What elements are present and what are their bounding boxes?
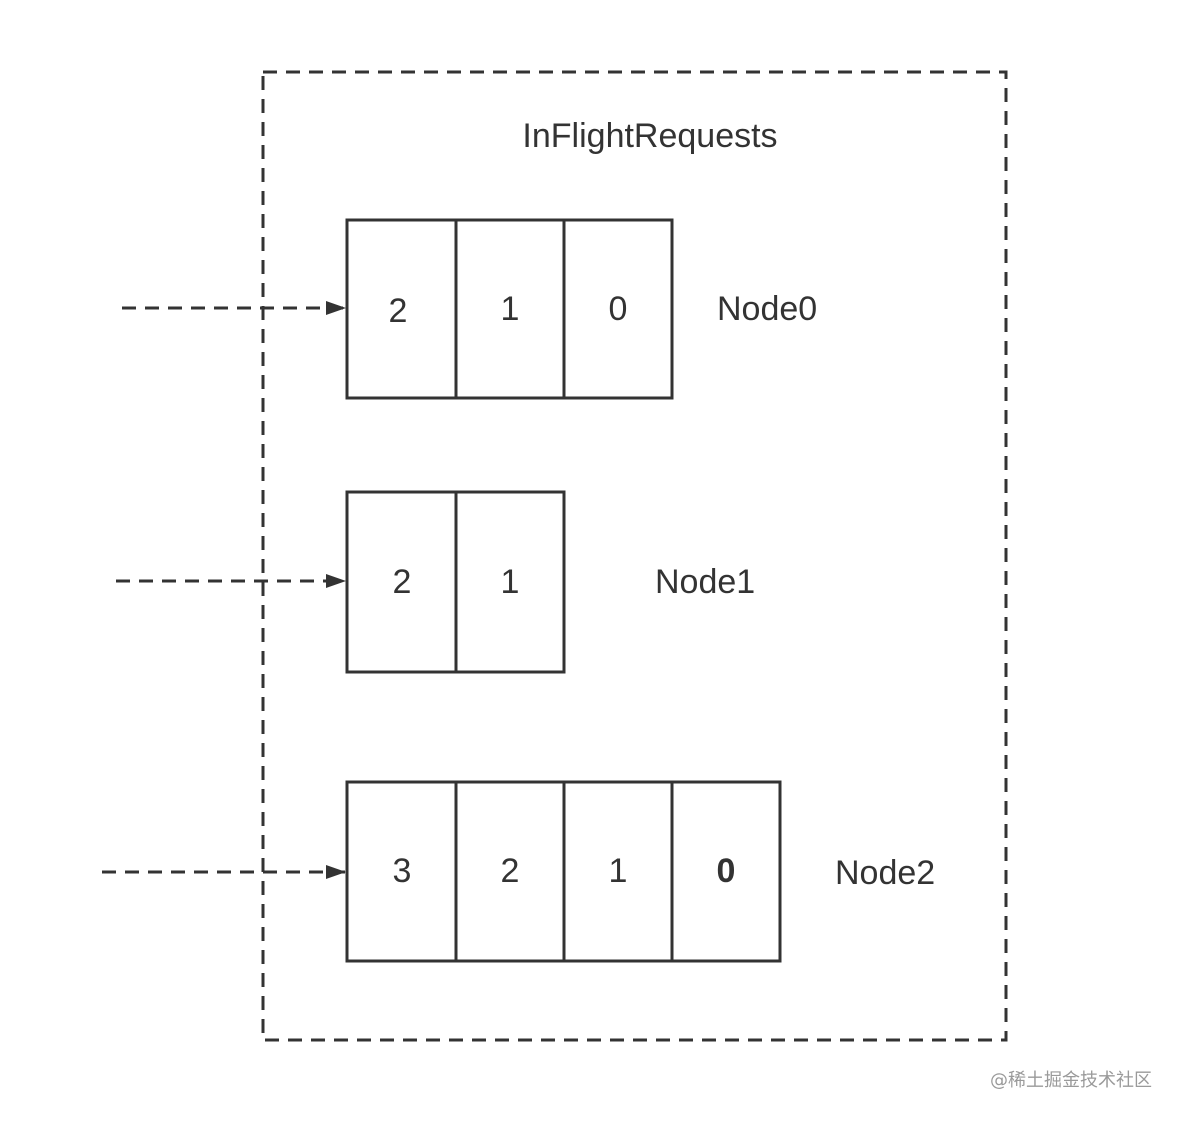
queue-node0: 2 1 0 Node0 [122,218,817,400]
request-id: 2 [393,563,412,601]
queue-node2: 3 2 1 0 Node2 [102,780,935,963]
request-id: 0 [717,852,736,890]
queue-cell [454,780,566,963]
request-id: 0 [609,290,628,328]
container-box [261,70,1008,1042]
request-id: 3 [393,852,412,890]
request-id: 1 [501,563,520,601]
request-id: 2 [389,292,408,330]
node-label: Node0 [717,290,817,328]
queue-cell [670,780,782,963]
queue-cell [345,218,458,400]
queue-cell [454,218,566,400]
node-label: Node1 [655,563,755,601]
queue-cell [345,780,458,963]
container-title: InFlightRequests [522,117,777,155]
queue-cell [562,780,674,963]
queue-cell [562,218,674,400]
request-id: 2 [501,852,520,890]
node-label: Node2 [835,854,935,892]
queue-cell [454,490,566,674]
request-id: 1 [501,290,520,328]
request-id: 1 [609,852,628,890]
watermark-text: @稀土掘金技术社区 [990,1070,1152,1091]
queue-node1: 2 1 Node1 [116,490,755,674]
